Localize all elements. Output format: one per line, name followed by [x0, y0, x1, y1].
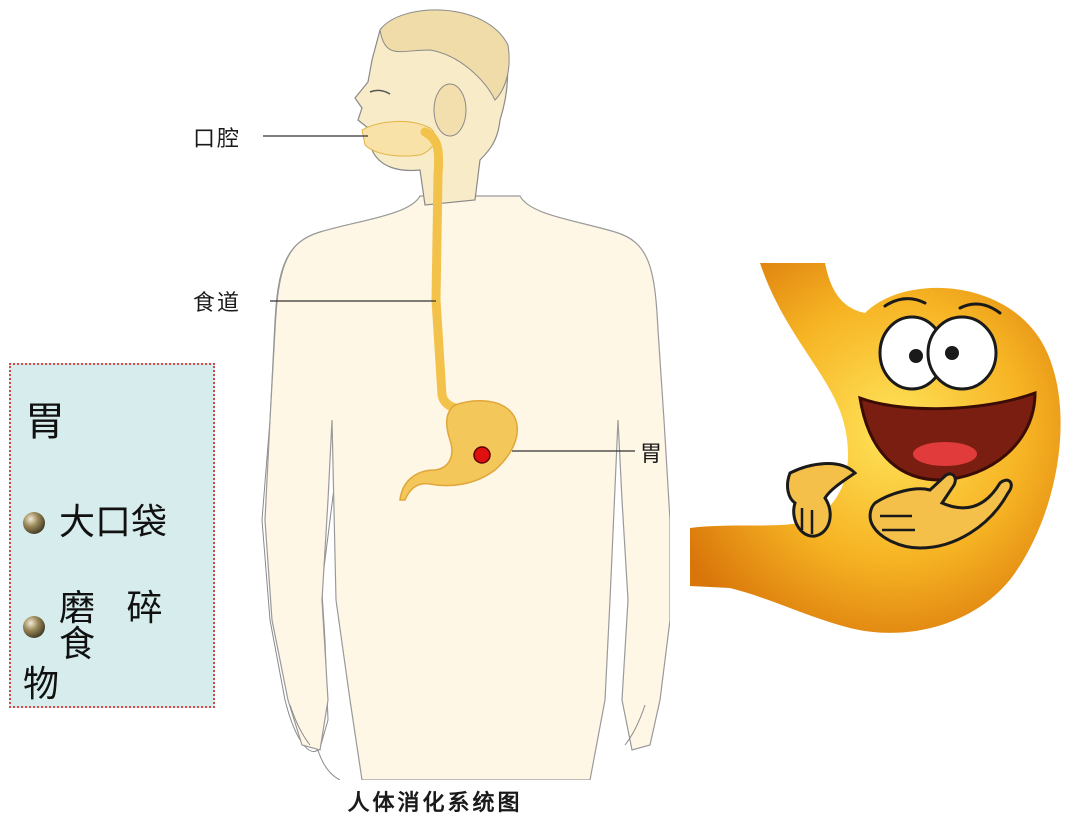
label-esophagus: 食道 [193, 291, 242, 316]
ear [433, 83, 467, 137]
bullet-icon [23, 512, 45, 534]
info-item-2: 磨 碎 食 [23, 591, 213, 663]
bullet-icon [23, 616, 45, 638]
torso-fill [264, 195, 670, 780]
smile-mouth [858, 390, 1037, 482]
right-eyebrow [958, 302, 1002, 315]
info-item-text: 磨 碎 食 [59, 588, 173, 665]
oral-cavity [361, 120, 436, 157]
right-eye [926, 315, 998, 391]
label-mouth: 口腔 [193, 127, 242, 152]
label-stomach: 胃 [640, 442, 665, 467]
stomach [399, 400, 518, 501]
body-diagram [261, 9, 670, 780]
right-pupil [945, 346, 959, 360]
info-item-text: 大口袋 [59, 502, 168, 543]
diagram-caption: 人体消化系统图 [347, 790, 523, 816]
left-pupil [909, 349, 923, 363]
hair [379, 9, 510, 101]
info-title: 胃 [25, 399, 65, 445]
stomach-marker [473, 446, 491, 464]
info-item-2-continued: 物 [23, 664, 60, 705]
left-hand [786, 462, 858, 538]
info-item-1: 大口袋 [23, 505, 167, 541]
eye [369, 89, 391, 95]
tongue [913, 442, 977, 466]
left-eyebrow [883, 297, 927, 308]
cartoon-stomach [690, 263, 1061, 633]
info-box: 胃 大口袋 磨 碎 食 物 [9, 363, 215, 708]
